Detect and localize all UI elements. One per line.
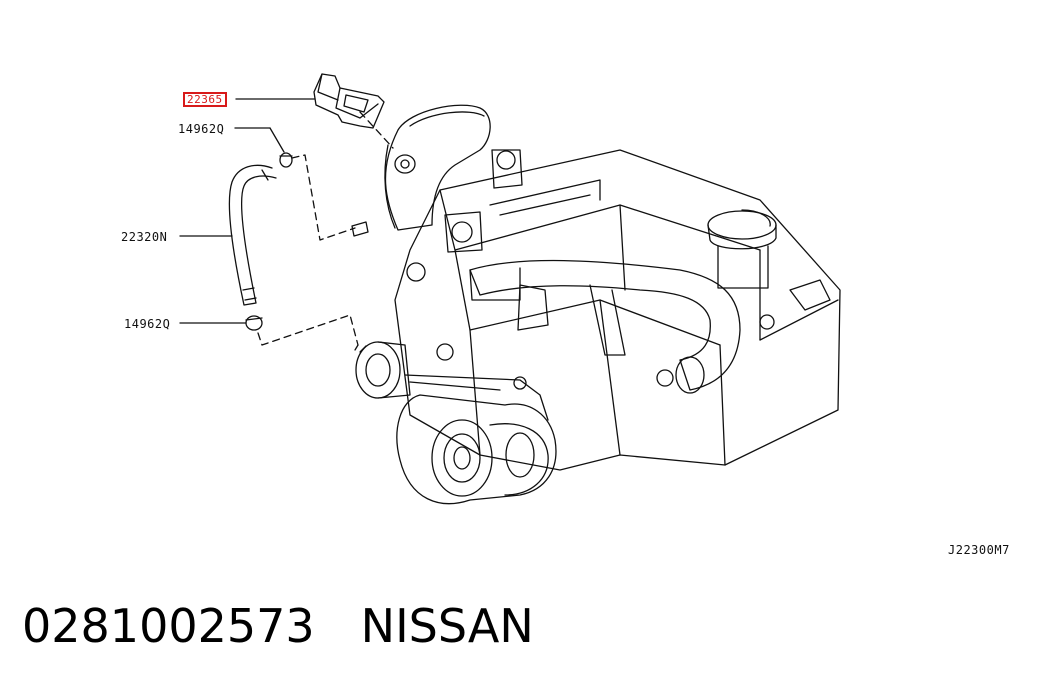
- engine-diagram: [179, 73, 841, 505]
- turbocharger: [354, 341, 557, 505]
- hose-shape: [228, 164, 277, 306]
- mass-airflow-sensor: [313, 73, 385, 129]
- intake-duct: [384, 104, 491, 231]
- callout-clip-lower[interactable]: 14962Q: [124, 317, 171, 331]
- clip-upper-shape: [279, 152, 293, 168]
- oil-filler-cap: [707, 209, 777, 289]
- callout-hose[interactable]: 22320N: [121, 230, 168, 244]
- callout-clip-upper[interactable]: 14962Q: [178, 122, 225, 136]
- clip-lower-shape: [245, 315, 263, 331]
- leader-lines: [179, 98, 316, 324]
- brand-name: NISSAN: [360, 599, 534, 653]
- engine-block: [394, 149, 841, 471]
- part-number: 0281002573: [22, 599, 315, 653]
- callout-part-22365[interactable]: 22365: [183, 92, 227, 107]
- dashed-connections: [257, 111, 394, 346]
- caption: 0281002573 NISSAN: [22, 596, 534, 656]
- intake-pipe: [469, 259, 741, 394]
- figure-code: J22300M7: [948, 543, 1010, 557]
- hose-fitting: [351, 221, 369, 237]
